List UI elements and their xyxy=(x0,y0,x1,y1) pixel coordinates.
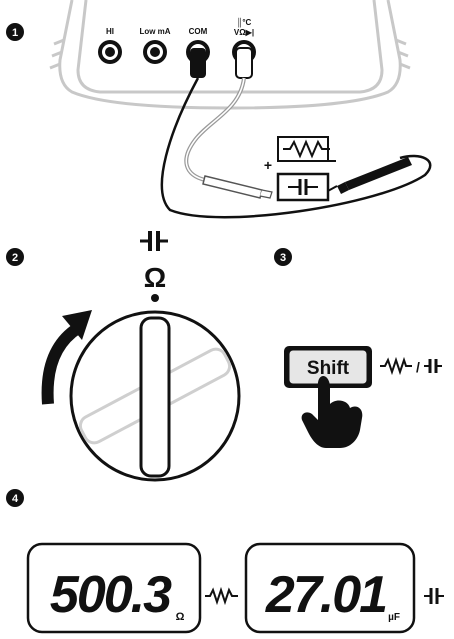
resistor-icon xyxy=(205,586,238,606)
step-3-number: 3 xyxy=(280,252,286,264)
rotate-arrow-icon xyxy=(41,310,92,405)
jack-vohm xyxy=(232,40,256,79)
resistor-icon xyxy=(283,139,330,159)
terminal-label-com: COM xyxy=(189,27,208,36)
capacitor-icon xyxy=(424,359,442,373)
terminal-label-low-ma: Low mA xyxy=(139,27,170,36)
step-2-number: 2 xyxy=(12,252,18,264)
capacitor-component xyxy=(276,172,330,202)
pointing-hand-icon xyxy=(301,376,363,448)
display-resistance-value: 500.3 xyxy=(50,566,172,624)
display-capacitance-unit: µF xyxy=(388,612,400,623)
function-separator: / xyxy=(416,359,420,375)
capacitor-icon xyxy=(288,179,318,195)
resistor-icon xyxy=(380,356,412,376)
dial-position-dot xyxy=(151,294,159,302)
shift-button[interactable]: Shift xyxy=(284,346,372,388)
dial-ohm-symbol: Ω xyxy=(144,262,166,293)
capacitor-icon xyxy=(424,588,444,604)
rotary-dial[interactable] xyxy=(69,310,241,482)
polarity-plus: + xyxy=(264,157,272,173)
jack-low-ma xyxy=(143,40,167,64)
jack-hi xyxy=(98,40,122,64)
grey-probe xyxy=(202,175,273,199)
display-capacitance: 27.01 µF xyxy=(244,542,416,634)
shift-button-label: Shift xyxy=(307,358,350,379)
display-resistance: 500.3 Ω xyxy=(26,542,202,634)
step-1-number: 1 xyxy=(12,27,18,39)
resistor-component xyxy=(277,136,336,162)
display-resistance-unit: Ω xyxy=(176,611,185,623)
terminal-label-hi: HI xyxy=(106,27,114,36)
step-4-badge: 4 xyxy=(6,489,24,507)
step-1-badge: 1 xyxy=(6,23,24,41)
dial-cap-symbol xyxy=(140,231,168,251)
black-test-lead xyxy=(160,77,432,219)
terminal-label-vohm: VΩ▶| xyxy=(234,28,254,37)
step-2-badge: 2 xyxy=(6,248,24,266)
display-capacitance-value: 27.01 xyxy=(265,566,386,624)
step-3-badge: 3 xyxy=(274,248,292,266)
jack-com xyxy=(186,40,210,78)
step-4-number: 4 xyxy=(12,493,19,505)
terminal-label-temp: ║°C xyxy=(237,17,252,28)
